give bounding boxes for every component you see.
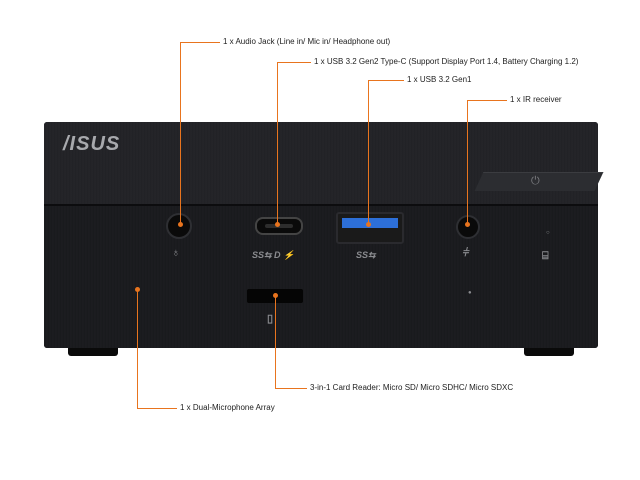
callout-line-usba-h: [368, 80, 404, 81]
front-panel: [44, 206, 598, 348]
top-panel: /ISUS: [44, 122, 604, 204]
superspeed-usb-c-icon: SS⇆ D ⚡: [252, 250, 295, 260]
callout-line-usbc-h: [277, 62, 311, 63]
right-foot: [524, 348, 574, 356]
callout-line-mic-h: [137, 408, 177, 409]
callout-ir-label: 1 x IR receiver: [510, 95, 562, 104]
ir-receiver-icon: ⫩: [462, 247, 469, 259]
led-indicator: ○: [546, 230, 550, 236]
superspeed-usb-icon: SS⇆: [356, 250, 376, 260]
power-icon: ⏻: [531, 175, 540, 187]
callout-dot-usbc: [275, 222, 280, 227]
callout-line-audio-h: [180, 42, 220, 43]
sd-card-icon: ▯: [267, 313, 274, 325]
callout-dot-mic: [135, 287, 140, 292]
callout-line-ir-h: [467, 100, 507, 101]
callout-dot-card: [273, 293, 278, 298]
callout-line-usba: [368, 80, 369, 225]
callout-line-audio: [180, 42, 181, 225]
headphone-mic-icon: ♁: [171, 247, 180, 259]
callout-dot-audio: [178, 222, 183, 227]
callout-line-card-h: [275, 388, 307, 389]
usb-a-port[interactable]: [336, 212, 404, 244]
callout-usbc-label: 1 x USB 3.2 Gen2 Type-C (Support Display…: [314, 57, 579, 66]
callout-line-mic: [137, 290, 138, 408]
callout-dot-ir: [465, 222, 470, 227]
left-foot: [68, 348, 118, 356]
ir-receiver: [456, 215, 480, 239]
callout-line-card: [275, 296, 276, 388]
storage-activity-icon: ⌸: [542, 250, 549, 262]
brand-logo: /ISUS: [63, 133, 121, 155]
callout-line-usbc: [277, 62, 278, 225]
mini-pc-chassis: /ISUS ⏻: [44, 122, 604, 356]
callout-usba-label: 1 x USB 3.2 Gen1: [407, 75, 472, 84]
microphone-hole: ●: [468, 290, 472, 296]
callout-line-ir: [467, 100, 468, 225]
callout-dot-usba: [366, 222, 371, 227]
callout-mic-label: 1 x Dual-Microphone Array: [180, 403, 275, 412]
callout-card-label: 3-in-1 Card Reader: Micro SD/ Micro SDHC…: [310, 383, 514, 392]
callout-audio-label: 1 x Audio Jack (Line in/ Mic in/ Headpho…: [223, 37, 391, 46]
panel-seam: [44, 204, 598, 206]
